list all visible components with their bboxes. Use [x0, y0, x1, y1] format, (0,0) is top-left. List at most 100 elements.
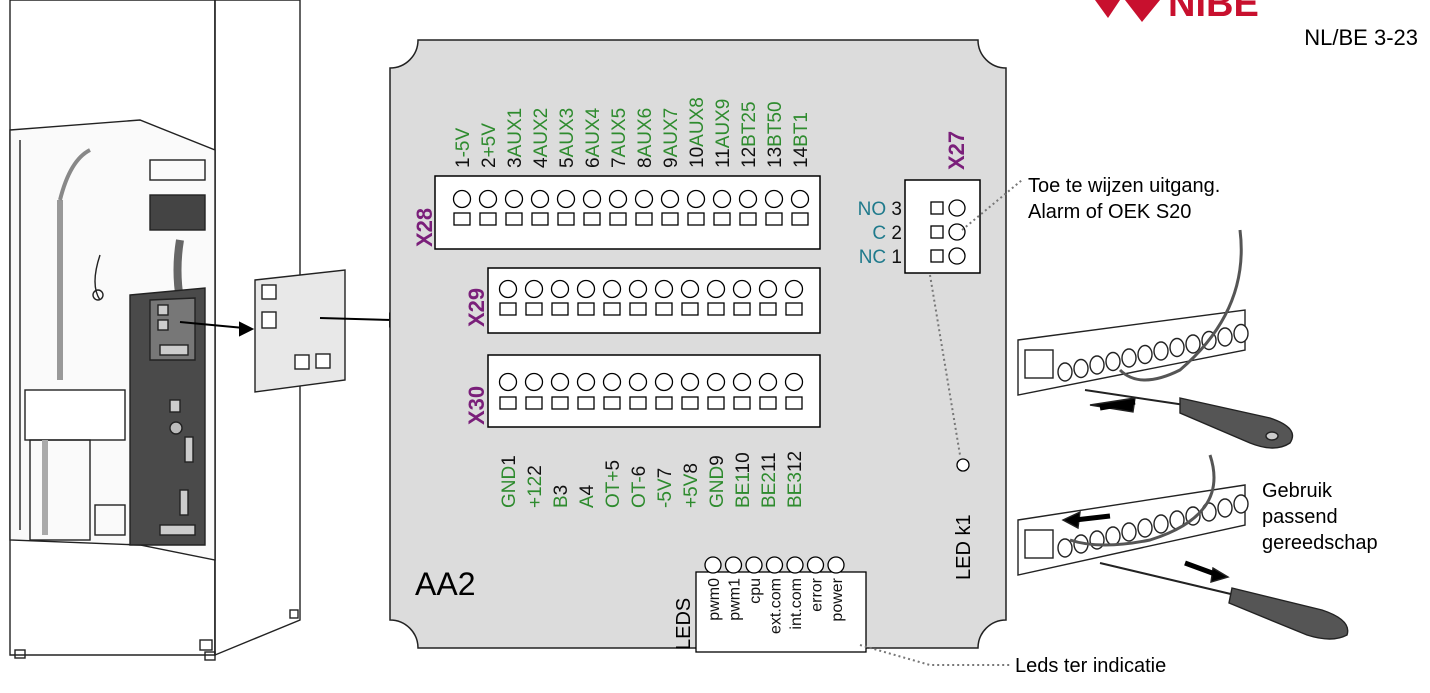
logo-text: NIBE	[1168, 0, 1259, 25]
panel-cover	[254, 269, 346, 393]
x28-pin-hole	[478, 189, 498, 209]
x28-pin-label: 12BT25	[739, 101, 760, 168]
x28-pin-clamp	[739, 212, 757, 226]
x28-pin-label: 3AUX1	[505, 108, 526, 168]
led-label: cpu	[747, 578, 764, 604]
x27-pin-clamp	[930, 201, 944, 215]
x30-pin-clamp	[681, 396, 699, 410]
leds-box	[695, 571, 867, 653]
output-callout-line1: Toe te wijzen uitgang.	[1028, 175, 1220, 197]
terminal-screw	[1217, 498, 1233, 518]
x28-pin-label: 5AUX3	[557, 108, 578, 168]
x30-pin-hole	[550, 372, 570, 392]
x29-pin-hole	[732, 279, 752, 299]
x29-pin-clamp	[603, 302, 621, 316]
x28-pin-clamp	[557, 212, 575, 226]
connector-label-x29: X29	[464, 288, 489, 327]
led-label: pwm0	[706, 578, 723, 621]
x28-pin-hole	[660, 189, 680, 209]
x30-pin-label: +5V8	[681, 463, 702, 508]
terminal-screw	[1137, 518, 1153, 538]
x28-pin-clamp	[661, 212, 679, 226]
x28-pin-hole	[582, 189, 602, 209]
led-indicator	[806, 556, 825, 574]
terminal-screw	[1073, 358, 1089, 379]
x30-pin-clamp	[525, 396, 543, 410]
x27-pin-label: NC 1	[859, 247, 902, 268]
terminal-pins	[452, 189, 966, 410]
x28-pin-clamp	[687, 212, 705, 226]
x30-pin-label: GND9	[707, 455, 728, 508]
x29-pin-clamp	[525, 302, 543, 316]
led-label: error	[809, 577, 826, 611]
x28-pin-hole	[686, 189, 706, 209]
x28-pin-hole	[530, 189, 550, 209]
x28-pin-labels: 1-5V2+5V3AUX14AUX25AUX36AUX47AUX58AUX69A…	[453, 97, 812, 168]
terminal-screw	[1057, 362, 1073, 382]
x29-pin-hole	[784, 279, 804, 299]
led-label: ext.com	[768, 578, 785, 634]
x28-pin-label: 8AUX6	[635, 108, 656, 168]
x30-pin-clamp	[577, 396, 595, 410]
x29-pin-hole	[602, 279, 622, 299]
x28-pin-hole	[738, 189, 758, 209]
x28-pin-label: 6AUX4	[583, 107, 604, 168]
x30-pin-label: OT-6	[629, 466, 650, 508]
x30-pin-label: B3	[551, 485, 572, 508]
x29-pin-hole	[628, 279, 648, 299]
x28-pin-clamp	[765, 212, 783, 226]
x30-pin-clamp	[785, 396, 803, 410]
x29-pin-hole	[758, 279, 778, 299]
callout-leaders	[859, 179, 1023, 666]
x30-pin-hole	[602, 372, 622, 392]
x28-pin-hole	[608, 189, 628, 209]
x27-pin-hole	[948, 199, 966, 217]
connector-x29	[487, 267, 821, 334]
x28-pin-label: 2+5V	[479, 123, 500, 168]
x28-pin-clamp	[583, 212, 601, 226]
led-indicators	[704, 556, 845, 574]
x30-pin-hole	[524, 372, 544, 392]
x29-pin-clamp	[681, 302, 699, 316]
led-indicator	[724, 556, 743, 574]
terminal-screw	[1233, 323, 1249, 344]
x29-pin-hole	[576, 279, 596, 299]
x30-pin-label: +122	[525, 465, 546, 508]
terminal-screw	[1169, 337, 1185, 358]
x28-pin-label: 1-5V	[453, 128, 474, 168]
tool-callout-line2: passend	[1262, 506, 1338, 528]
x29-pin-clamp	[577, 302, 595, 316]
terminal-block-bottom	[1017, 454, 1349, 640]
x30-pin-hole	[498, 372, 518, 392]
x29-pin-clamp	[733, 302, 751, 316]
led-label: pwm1	[727, 578, 744, 621]
connector-label-x28: X28	[412, 208, 437, 247]
x28-pin-hole	[452, 189, 472, 209]
x30-pin-clamp	[733, 396, 751, 410]
terminal-screw	[1233, 494, 1249, 514]
x28-pin-label: 9AUX7	[661, 108, 682, 168]
led-indicator	[765, 556, 784, 574]
x30-pin-label: BE110	[733, 452, 754, 508]
x28-pin-label: 4AUX2	[531, 108, 552, 168]
x28-pin-hole	[504, 189, 524, 209]
x28-pin-label: 13BT50	[765, 101, 786, 168]
x28-pin-label: 7AUX5	[609, 108, 630, 168]
x27-pin-hole	[948, 247, 966, 265]
x30-pin-clamp	[551, 396, 569, 410]
terminal-screw	[1105, 526, 1121, 546]
led-label: power	[829, 577, 846, 621]
x28-pin-label: 14BT1	[791, 112, 812, 168]
x30-pin-hole	[576, 372, 596, 392]
x28-pin-hole	[556, 189, 576, 209]
control-panel	[129, 287, 206, 546]
terminal-screw	[1121, 522, 1137, 542]
x30-pin-clamp	[707, 396, 725, 410]
x30-pin-hole	[628, 372, 648, 392]
led-k1-label: LED k1	[953, 514, 975, 580]
x28-pin-clamp	[531, 212, 549, 226]
x30-pin-clamp	[603, 396, 621, 410]
led-label: int.com	[788, 578, 805, 630]
x30-pin-label: OT+5	[603, 460, 624, 508]
